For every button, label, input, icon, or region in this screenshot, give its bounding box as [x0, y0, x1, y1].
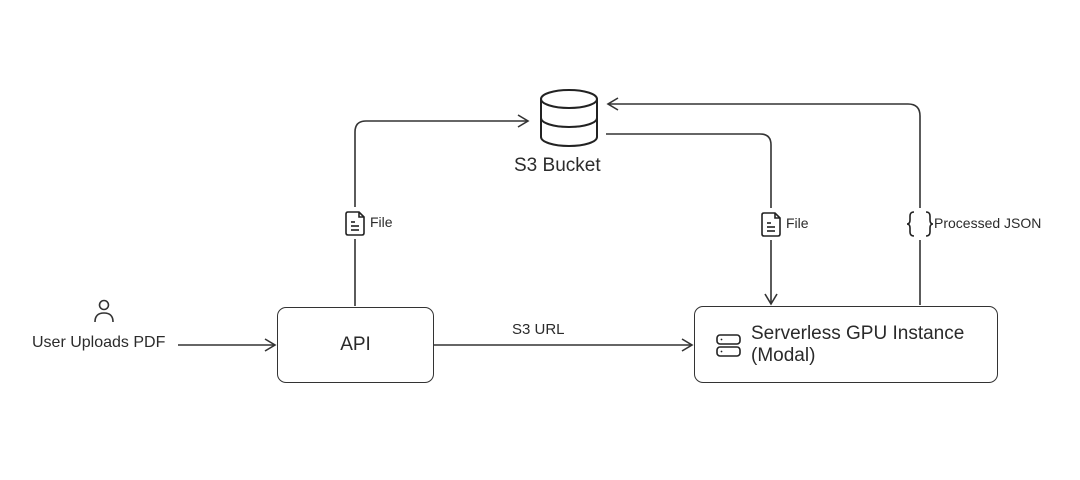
api-node: API	[277, 307, 434, 383]
edge-s3-to-gpu	[606, 133, 778, 306]
gpu-node-label-line2: (Modal)	[751, 344, 816, 366]
edge-api-to-s3	[354, 114, 530, 306]
user-icon	[94, 299, 114, 323]
gpu-instance-node: Serverless GPU Instance (Modal)	[694, 306, 998, 383]
api-node-label: API	[340, 334, 371, 355]
user-uploads-label: User Uploads PDF	[32, 334, 166, 351]
file-icon	[761, 212, 781, 237]
gpu-node-label: Serverless GPU Instance (Modal)	[751, 323, 964, 367]
edge-label-api-to-s3: File	[370, 214, 393, 230]
server-icon	[716, 334, 741, 357]
file-icon	[345, 211, 365, 236]
edge-label-s3-to-gpu: File	[786, 215, 809, 231]
gpu-node-label-line1: Serverless GPU Instance	[751, 322, 965, 344]
edge-label-api-to-gpu: S3 URL	[512, 321, 565, 338]
s3-bucket-label: S3 Bucket	[514, 155, 601, 176]
braces-icon	[906, 211, 934, 237]
edge-gpu-to-s3	[606, 97, 921, 305]
database-icon	[540, 89, 598, 147]
edge-label-gpu-to-s3: Processed JSON	[934, 215, 1042, 231]
